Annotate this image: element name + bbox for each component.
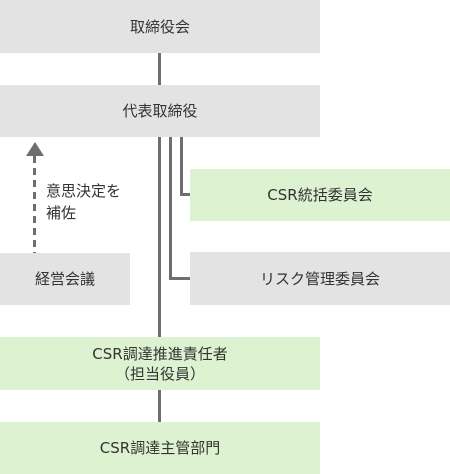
dashed-arrow-line: [33, 156, 36, 253]
connector-officer-to-dept: [158, 390, 161, 422]
connector-board-to-rep: [158, 53, 161, 85]
connector-risk-horizontal: [169, 277, 190, 280]
board-of-directors-label: 取締役会: [129, 17, 190, 36]
connector-rep-to-csr: [180, 137, 183, 196]
arrow-up-icon: [26, 142, 44, 156]
procurement-officer-subtitle: （担当役員）: [114, 364, 205, 383]
risk-committee-label: リスク管理委員会: [259, 269, 380, 288]
representative-director-label: 代表取締役: [122, 102, 198, 120]
procurement-department-label: CSR調達主管部門: [99, 439, 221, 457]
management-meeting-box: 経営会議: [0, 253, 130, 305]
connector-rep-main-down: [158, 137, 161, 337]
csr-committee-box: CSR統括委員会: [190, 169, 450, 221]
risk-committee-box: リスク管理委員会: [190, 252, 450, 305]
procurement-officer-title: CSR調達推進責任者: [92, 344, 228, 363]
representative-director-box: 代表取締役: [0, 85, 320, 137]
management-meeting-label: 経営会議: [34, 270, 95, 288]
connector-rep-to-risk: [169, 137, 172, 280]
procurement-officer-box: CSR調達推進責任者 （担当役員）: [0, 337, 320, 390]
decision-support-note: 意思決定を 補佐: [46, 182, 122, 222]
procurement-department-box: CSR調達主管部門: [0, 422, 320, 474]
csr-committee-label: CSR統括委員会: [267, 186, 373, 204]
board-of-directors-box: 取締役会: [0, 0, 320, 53]
connector-csr-horizontal: [180, 193, 190, 196]
